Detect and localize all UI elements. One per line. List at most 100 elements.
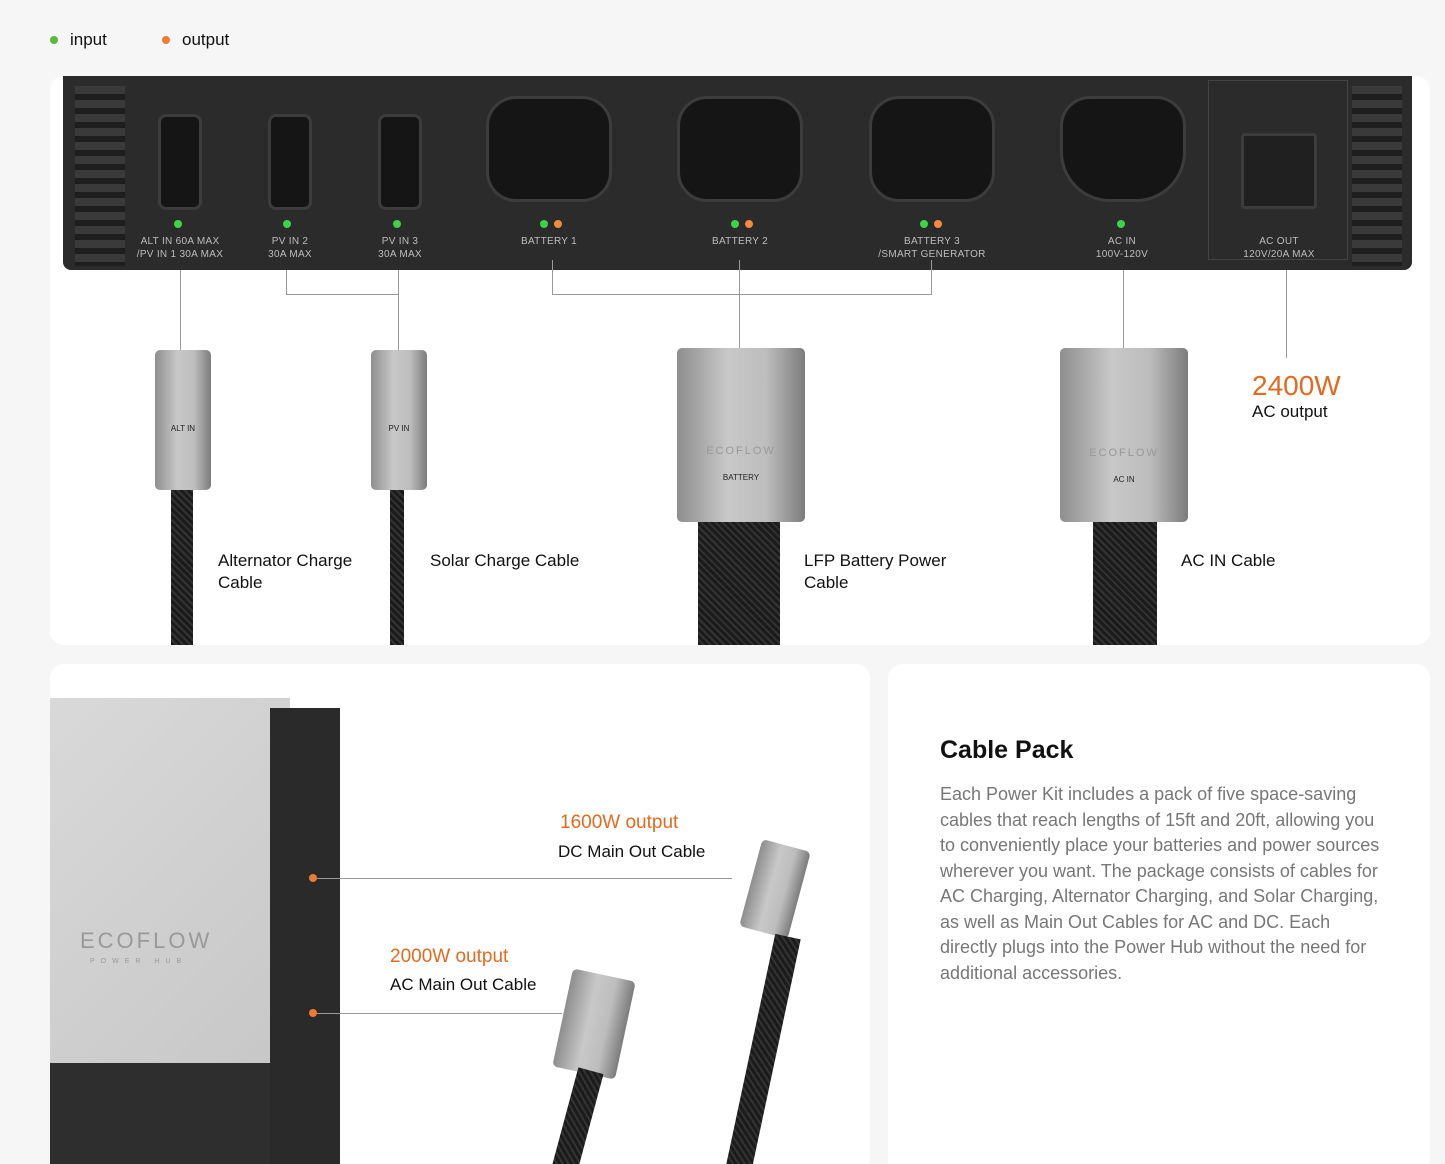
element: 120V/20A MAX — [1243, 249, 1315, 260]
connector-tag: AC IN — [1113, 475, 1135, 484]
cable-pack-title: Cable Pack — [940, 736, 1074, 764]
port-label: BATTERY 1 — [479, 235, 619, 248]
cable-pack-description: Each Power Kit includes a pack of five s… — [940, 784, 1380, 983]
port-label: ALT IN 60A MAX/PV IN 1 30A MAX — [110, 235, 250, 261]
element: /PV IN 1 30A MAX — [136, 249, 224, 260]
power-hub-side-panel — [270, 708, 340, 1164]
led-green — [283, 220, 291, 228]
pv-in-connector: PV IN — [371, 350, 427, 490]
port-label: PV IN 3 30A MAX — [330, 235, 470, 261]
connector-line — [739, 260, 740, 350]
connector-line — [1286, 270, 1287, 358]
ac-output-label: AC output — [1252, 402, 1328, 421]
led-green — [174, 220, 182, 228]
port-label: BATTERY 2 — [670, 235, 810, 248]
ac-main-connector — [552, 968, 636, 1080]
led-orange — [934, 220, 942, 228]
alt-in-connector: ALT IN — [155, 350, 211, 490]
cable-pack-card: Cable Pack Each Power Kit includes a pac… — [888, 664, 1430, 1164]
connector-tag: ALT IN — [170, 424, 196, 433]
ac-in-cable-label: AC IN Cable — [1181, 551, 1276, 570]
connector-line — [931, 260, 932, 295]
battery-1-port — [486, 96, 612, 202]
ac-outlet — [1241, 133, 1317, 209]
ac-in-port — [1060, 96, 1186, 202]
element: BATTERY 1 — [520, 236, 578, 247]
ac-main-cable-label: AC Main Out Cable — [390, 975, 537, 994]
element: PV IN 2 — [271, 236, 309, 247]
pv-in-2-port — [268, 114, 312, 210]
legend-output-label: output — [182, 30, 230, 49]
led-green — [920, 220, 928, 228]
pv-in-3-port — [378, 114, 422, 210]
output-dot-icon — [162, 36, 170, 44]
dc-main-connector — [739, 839, 811, 939]
led-orange — [745, 220, 753, 228]
ac-in-connector: ECOFLOW AC IN — [1060, 348, 1188, 522]
connector-line — [552, 260, 553, 295]
connector-line — [180, 270, 181, 350]
dc-out-marker — [309, 874, 317, 882]
solar-cable-label: Solar Charge Cable — [430, 551, 580, 570]
port-label: AC IN 100V-120V — [1052, 235, 1192, 261]
element: 30A MAX — [378, 249, 422, 260]
element: /SMART GENERATOR — [878, 249, 986, 260]
ac-power-label: 2000W output — [390, 946, 509, 967]
element: 100V-120V — [1095, 249, 1149, 260]
element: BATTERY 3 — [903, 236, 961, 247]
element: POWER HUB — [90, 958, 188, 965]
battery-2-port — [677, 96, 803, 202]
connector-line — [286, 294, 399, 295]
battery-3-port — [869, 96, 995, 202]
ac-output-power: 2400W — [1252, 370, 1341, 401]
element: ALT IN 60A MAX — [140, 236, 220, 247]
alt-in-port — [158, 114, 202, 210]
dc-cable-label: DC Main Out Cable — [558, 842, 706, 861]
connector-line — [317, 1013, 562, 1014]
led-green — [393, 220, 401, 228]
element: ECOFLOW — [80, 928, 213, 953]
port-label: PV IN 2 30A MAX — [220, 235, 360, 261]
power-hub-panel: ALT IN 60A MAX/PV IN 1 30A MAX PV IN 2 30… — [63, 76, 1412, 270]
element: BATTERY 2 — [711, 236, 769, 247]
ac-out-marker — [309, 1009, 317, 1017]
element: AC IN — [1107, 236, 1137, 247]
ports-card: ALT IN 60A MAX/PV IN 1 30A MAX PV IN 2 30… — [50, 76, 1430, 645]
port-label: BATTERY 3/SMART GENERATOR — [862, 235, 1002, 261]
connector-line — [398, 270, 399, 350]
element: PV IN 3 — [381, 236, 419, 247]
port-label: AC OUT 120V/20A MAX — [1209, 235, 1349, 261]
connector-tag: PV IN — [388, 424, 410, 433]
legend-output: output — [162, 30, 229, 50]
led-orange — [554, 220, 562, 228]
vent-left — [75, 86, 125, 266]
alt-cable — [171, 490, 193, 645]
vent-right — [1352, 86, 1402, 266]
connector-line — [552, 294, 932, 295]
lfp-cable — [698, 522, 780, 645]
element — [50, 1063, 290, 1164]
input-dot-icon — [50, 36, 58, 44]
connector-tag: ECOFLOW — [1089, 447, 1159, 459]
connector-tag: BATTERY — [722, 473, 760, 482]
led-green — [731, 220, 739, 228]
ac-main-cable — [552, 1067, 604, 1164]
connector-line — [1123, 270, 1124, 350]
connector-line — [286, 270, 287, 295]
dc-power-label: 1600W output — [560, 812, 679, 833]
lfp-cable-label: LFP Battery Power Cable — [804, 551, 947, 592]
led-green — [540, 220, 548, 228]
led-green — [1117, 220, 1125, 228]
ac-in-cable — [1093, 522, 1157, 645]
connector-line — [317, 878, 732, 879]
main-out-card: ECOFLOW POWER HUB 1600W output DC Main O… — [50, 664, 870, 1164]
element: 30A MAX — [268, 249, 312, 260]
element: AC OUT — [1259, 236, 1299, 247]
ac-out-panel — [1208, 80, 1348, 260]
dc-main-cable — [725, 933, 801, 1164]
power-hub-device: ECOFLOW POWER HUB — [50, 698, 290, 1164]
alternator-cable-label: Alternator Charge Cable — [218, 551, 353, 592]
legend-input-label: input — [70, 30, 107, 49]
legend-input: input — [50, 30, 107, 50]
